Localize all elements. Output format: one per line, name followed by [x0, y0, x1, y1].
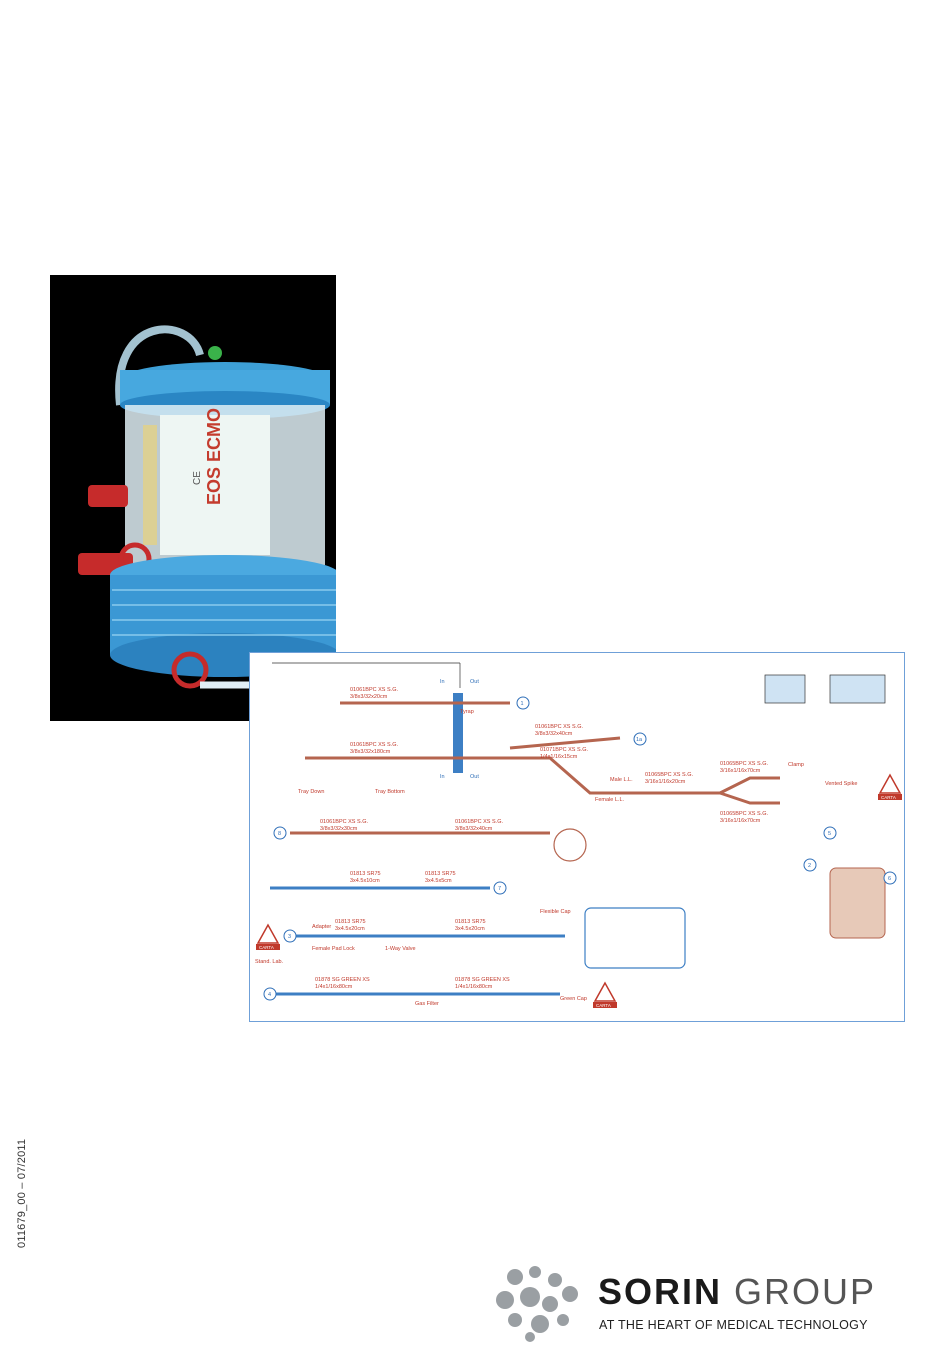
line-label-8-code: 01061BPC XS S.G. — [320, 819, 368, 825]
sorin-heart-mark-icon — [496, 1266, 578, 1342]
line-label-1-code: 01061BPC XS S.G. — [350, 687, 398, 693]
marker-4: 4 — [263, 987, 277, 1001]
svg-text:3: 3 — [288, 934, 291, 940]
part-vented-spike: Vented Spike — [825, 781, 857, 787]
marker-5: 5 — [823, 826, 837, 840]
line-label-13-size: 3x4.5x20cm — [455, 926, 485, 932]
part-adapter: Adapter — [312, 924, 331, 930]
part-tyrap: Tyrap — [460, 709, 474, 715]
collection-bag — [584, 907, 686, 969]
sorin-group-logo: SORIN GROUP AT THE HEART OF MEDICAL TECH… — [485, 1262, 925, 1342]
line-label-11-size: 3x4.5x5cm — [425, 878, 452, 884]
brand-name: SORIN GROUP — [598, 1274, 876, 1310]
brand-tagline: AT THE HEART OF MEDICAL TECHNOLOGY — [599, 1318, 868, 1332]
reservoir-icon — [829, 867, 886, 939]
carta-badge-right: CARTA — [878, 773, 902, 800]
marker-8: 8 — [273, 826, 287, 840]
part-green-cap: Green Cap — [560, 996, 587, 1002]
part-male-ll: Male L.L. — [610, 777, 633, 783]
line-label-5-size: 3/16x1/16x20cm — [645, 779, 686, 785]
line-label-5-code: 01065BPC XS S.G. — [645, 772, 693, 778]
carta-badge-left: CARTA — [256, 923, 280, 950]
line-label-4-code: 01071BPC XS S.G. — [540, 747, 588, 753]
part-stand-lab: Stand. Lab. — [255, 959, 284, 965]
device-brand-text: EOS ECMO — [204, 408, 224, 505]
line-label-9-code: 01061BPC XS S.G. — [455, 819, 503, 825]
product-photo: EOS ECMO CE — [50, 275, 336, 721]
brand-word-group: GROUP — [734, 1271, 877, 1312]
part-gas-filter: Gas Filter — [415, 1001, 439, 1007]
inlet-label-bottom: In — [440, 774, 445, 780]
part-tray-down: Tray Down — [298, 789, 324, 795]
line-label-1-size: 3/8x3/32x20cm — [350, 694, 388, 700]
circuit-schematic: In Out In Out 01061BPC XS S.G. 3/8x3/32x… — [249, 652, 905, 1022]
part-female-ll: Female L.L. — [595, 797, 625, 803]
svg-text:4: 4 — [268, 992, 271, 998]
line-label-2-code: 01061BPC XS S.G. — [350, 742, 398, 748]
part-clamp: Clamp — [788, 762, 804, 768]
pump-icon — [553, 828, 587, 862]
svg-text:7: 7 — [498, 886, 501, 892]
svg-text:5: 5 — [828, 831, 831, 837]
svg-text:8: 8 — [278, 831, 281, 837]
line-label-3-size: 3/8x3/32x40cm — [535, 731, 573, 737]
line-label-6-size: 3/16x1/16x70cm — [720, 768, 761, 774]
part-flexible-cap: Flexible Cap — [540, 909, 571, 915]
inlet-label-top: In — [440, 679, 445, 685]
line-label-10-code: 01813 SR75 — [350, 871, 381, 877]
svg-text:1a: 1a — [636, 737, 643, 743]
brand-word-sorin: SORIN — [598, 1271, 723, 1312]
line-label-9-size: 3/8x3/32x40cm — [455, 826, 493, 832]
part-female-pad-lock: Female Pad Lock — [312, 946, 355, 952]
svg-text:CARTA: CARTA — [881, 795, 896, 800]
line-label-11-code: 01813 SR75 — [425, 871, 456, 877]
port-upper — [88, 485, 128, 507]
line-label-7-code: 01065BPC XS S.G. — [720, 811, 768, 817]
line-label-14-size: 1/4x1/16x80cm — [315, 984, 353, 990]
line-label-12-size: 3x4.5x20cm — [335, 926, 365, 932]
line-label-8-size: 3/8x3/32x30cm — [320, 826, 358, 832]
svg-text:CARTA: CARTA — [259, 945, 274, 950]
marker-7: 7 — [493, 881, 507, 895]
marker-2: 2 — [803, 858, 817, 872]
outlet-label-top: Out — [470, 679, 479, 685]
schematic-drawing: In Out In Out 01061BPC XS S.G. 3/8x3/32x… — [255, 662, 902, 1008]
line-label-4-size: 1/4x1/16x15cm — [540, 754, 578, 760]
carta-badge-bottom: CARTA — [593, 981, 617, 1008]
svg-text:6: 6 — [888, 876, 891, 882]
svg-text:CARTA: CARTA — [596, 1003, 611, 1008]
part-one-way-valve: 1-Way Valve — [385, 946, 416, 952]
document-code: 011679_00 – 07/2011 — [16, 1138, 28, 1248]
line-label-15-code: 01878 SG GREEN XS — [455, 977, 510, 983]
marker-1a: 1a — [633, 732, 647, 746]
line-label-15-size: 1/4x1/16x80cm — [455, 984, 493, 990]
oxygenator-illustration: EOS ECMO CE — [78, 325, 336, 689]
line-label-3-code: 01061BPC XS S.G. — [535, 724, 583, 730]
svg-text:2: 2 — [808, 863, 811, 869]
ce-mark: CE — [192, 471, 203, 485]
oxygenator-column — [453, 693, 463, 773]
marker-6: 6 — [883, 871, 897, 885]
line-label-12-code: 01813 SR75 — [335, 919, 366, 925]
line-label-7-size: 3/16x1/16x70cm — [720, 818, 761, 824]
line-label-10-size: 3x4.5x10cm — [350, 878, 380, 884]
svg-text:1: 1 — [521, 701, 524, 707]
line-label-13-code: 01813 SR75 — [455, 919, 486, 925]
marker-3: 3 — [283, 929, 297, 943]
line-label-6-code: 01065BPC XS S.G. — [720, 761, 768, 767]
marker-1: 1 — [516, 696, 530, 710]
line-label-14-code: 01878 SG GREEN XS — [315, 977, 370, 983]
outlet-label-bottom: Out — [470, 774, 479, 780]
part-tray-bottom: Tray Bottom — [375, 789, 405, 795]
line-label-2-size: 3/8x3/32x180cm — [350, 749, 391, 755]
